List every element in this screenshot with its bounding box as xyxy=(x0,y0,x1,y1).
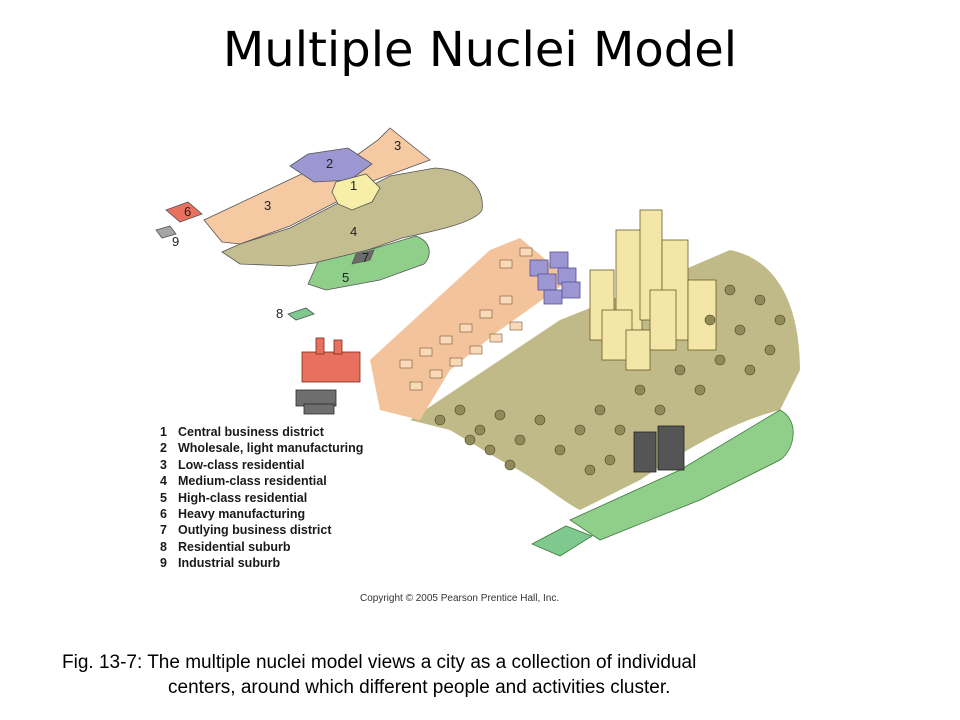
copyright-notice: Copyright © 2005 Pearson Prentice Hall, … xyxy=(360,593,560,604)
legend-label: Residential suburb xyxy=(178,539,291,554)
zone-heavy-manufacturing xyxy=(165,201,203,223)
legend-row: 1 Central business district xyxy=(160,424,363,440)
legend-num: 3 xyxy=(160,457,167,472)
caption-line-2: centers, around which different people a… xyxy=(168,677,671,698)
zone-outlying-business xyxy=(351,249,375,265)
city-illustration xyxy=(295,209,800,557)
high-residential-land xyxy=(569,409,794,541)
trees xyxy=(434,284,786,476)
zone-number-labels: 1 2 3 3 4 5 6 7 8 9 xyxy=(172,138,401,321)
zone-schematic xyxy=(155,127,483,321)
legend-row: 3 Low-class residential xyxy=(160,457,363,473)
legend-row: 7 Outlying business district xyxy=(160,522,363,538)
legend-num: 8 xyxy=(160,539,167,554)
legend-num: 5 xyxy=(160,490,167,505)
legend-label: Wholesale, light manufacturing xyxy=(178,441,364,456)
legend-num: 9 xyxy=(160,556,167,571)
legend-row: 4 Medium-class residential xyxy=(160,473,363,489)
zone-residential-suburb xyxy=(287,307,315,321)
legend-label: Industrial suburb xyxy=(178,556,281,571)
zone-label-2: 2 xyxy=(326,156,333,171)
zone-label-8: 8 xyxy=(276,306,283,321)
legend-label: Central business district xyxy=(178,425,324,439)
cbd-skyscrapers xyxy=(589,209,717,371)
legend-num: 7 xyxy=(160,523,167,538)
legend-num: 6 xyxy=(160,507,167,522)
legend-row: 2 Wholesale, light manufacturing xyxy=(160,440,363,456)
outlying-business-buildings xyxy=(633,425,685,473)
legend-label: Medium-class residential xyxy=(178,474,327,489)
industrial-suburb-buildings xyxy=(295,389,337,415)
zone-label-5: 5 xyxy=(342,270,349,285)
zone-wholesale xyxy=(289,147,373,183)
zone-label-3a: 3 xyxy=(394,138,401,153)
zone-industrial-suburb xyxy=(155,225,177,239)
zone-legend: 1 Central business district 2 Wholesale, l… xyxy=(160,424,363,572)
caption-line-1: Fig. 13-7: The multiple nuclei model vie… xyxy=(62,652,697,673)
slide-title: Multiple Nuclei Model xyxy=(222,22,738,78)
zone-label-3b: 3 xyxy=(264,198,271,213)
legend-row: 5 High-class residential xyxy=(160,490,363,506)
residential-suburb-land xyxy=(531,525,593,557)
figure-caption: Fig. 13-7: The multiple nuclei model vie… xyxy=(62,650,696,700)
zone-label-6: 6 xyxy=(184,204,191,219)
zone-high-residential xyxy=(307,235,430,291)
legend-label: Outlying business district xyxy=(178,523,332,538)
zone-label-7: 7 xyxy=(362,250,369,265)
wholesale-buildings xyxy=(529,251,581,305)
legend-num: 2 xyxy=(160,441,167,456)
legend-num: 4 xyxy=(160,474,167,489)
zone-label-4: 4 xyxy=(350,224,357,239)
houses xyxy=(399,247,533,391)
zone-label-1: 1 xyxy=(350,178,357,193)
heavy-manufacturing-buildings xyxy=(301,337,361,383)
zone-cbd xyxy=(331,173,381,211)
legend-row: 6 Heavy manufacturing xyxy=(160,506,363,522)
legend-num: 1 xyxy=(160,425,167,439)
zone-label-9: 9 xyxy=(172,234,179,249)
legend-label: Low-class residential xyxy=(178,457,305,472)
legend-label: High-class residential xyxy=(178,490,308,505)
multiple-nuclei-map: 1 2 3 3 4 5 6 7 8 9 xyxy=(155,127,800,557)
legend-label: Heavy manufacturing xyxy=(178,507,306,522)
legend-row: 9 Industrial suburb xyxy=(160,555,363,571)
legend-row: 8 Residential suburb xyxy=(160,539,363,555)
